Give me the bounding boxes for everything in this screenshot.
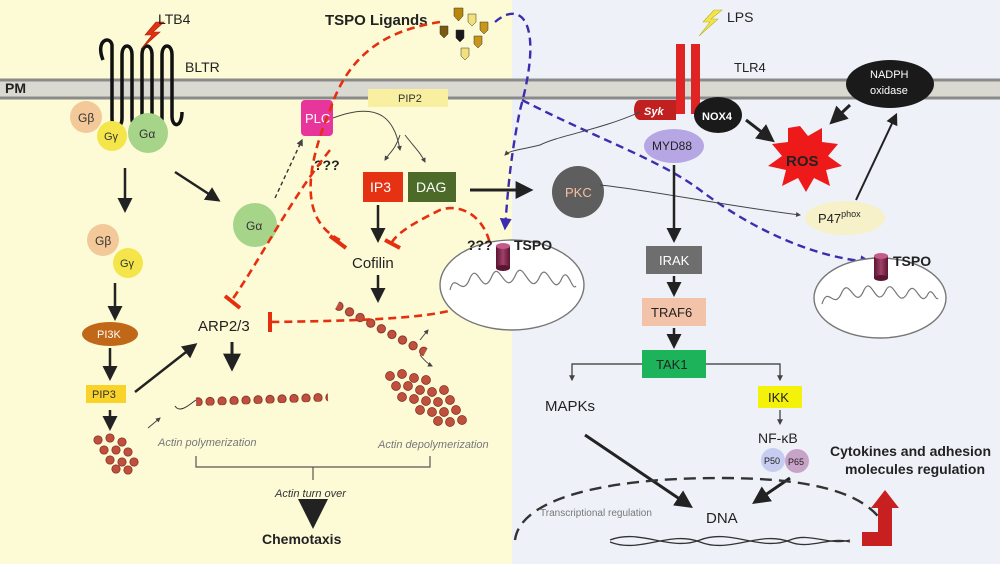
nadph-oxidase-node <box>846 60 934 108</box>
dag-node <box>408 172 456 202</box>
irak-node <box>646 246 702 274</box>
tak1-label: TAK1 <box>656 357 688 372</box>
actin-depolymerization-label: Actin depolymerization <box>377 439 489 451</box>
actin-filament-polymer <box>195 390 329 406</box>
bltr-label: BLTR <box>185 59 220 75</box>
g-alpha-node <box>128 113 168 153</box>
tak1-node <box>642 350 706 378</box>
actin-depoly-cluster <box>385 369 467 427</box>
nucleus-envelope <box>513 476 892 541</box>
inhibition-bars <box>223 234 401 332</box>
pi3k-label: PI3K <box>97 329 122 341</box>
upregulation-arrow-icon <box>862 490 899 546</box>
ikk-node <box>758 386 802 408</box>
mitochondrion-1 <box>439 239 585 331</box>
lps-label: LPS <box>727 9 753 25</box>
tspo-label-2: TSPO <box>893 253 931 269</box>
syk-node <box>634 100 676 120</box>
tspo-ligands-label: TSPO Ligands <box>325 12 428 29</box>
cofilin-label: Cofilin <box>352 255 394 272</box>
g-gamma-node <box>97 121 127 151</box>
g-beta-label: Gβ <box>78 111 94 125</box>
p47-label: P47phox <box>818 209 861 226</box>
actin-monomer-cluster <box>93 433 139 475</box>
plasma-membrane <box>0 80 1000 98</box>
transcriptional-regulation-label: Transcriptional regulation <box>540 508 652 519</box>
plc-node <box>301 100 333 136</box>
cytokines-label-2: molecules regulation <box>845 461 985 477</box>
dag-label: DAG <box>416 179 446 195</box>
g-beta-node-2 <box>87 224 119 256</box>
pip2-label: PIP2 <box>398 93 422 105</box>
actin-turnover-label: Actin turn over <box>274 488 347 500</box>
tspo-label-1: TSPO <box>514 237 552 253</box>
arp23-label: ARP2/3 <box>198 318 250 335</box>
nfkb-label: NF-κB <box>758 430 798 446</box>
p47phox-node <box>805 201 885 235</box>
g-beta-node <box>70 101 102 133</box>
p50-node <box>761 448 785 472</box>
dna-label: DNA <box>706 510 738 527</box>
nadph-label: NADPH <box>870 69 909 81</box>
nox4-node <box>694 97 742 133</box>
g-beta-label-2: Gβ <box>95 234 111 248</box>
pip3-label: PIP3 <box>92 389 116 401</box>
pkc-node <box>552 166 604 218</box>
myd88-node <box>644 129 704 163</box>
pkc-label: PKC <box>565 185 592 200</box>
pm-label: PM <box>5 80 26 96</box>
oxidase-label: oxidase <box>870 85 908 97</box>
tlr4-receptor-left <box>676 44 685 114</box>
g-alpha-free-node <box>233 203 277 247</box>
g-alpha-free-label: Gα <box>246 219 262 233</box>
g-gamma-label-2: Gγ <box>120 258 135 270</box>
ikk-label: IKK <box>768 390 789 405</box>
ligand-tspo-path-2 <box>521 98 873 268</box>
mapks-label: MAPKs <box>545 398 595 415</box>
myd88-label: MYD88 <box>652 139 692 153</box>
g-alpha-label: Gα <box>139 127 155 141</box>
traf6-label: TRAF6 <box>651 305 692 320</box>
cytokines-label-1: Cytokines and adhesion <box>830 443 991 459</box>
traf6-node <box>642 298 706 326</box>
ltb4-lightning-icon <box>140 21 165 50</box>
ltb4-label: LTB4 <box>158 11 191 27</box>
pi3k-node <box>82 322 138 346</box>
ros-label: ROS <box>786 153 819 170</box>
g-gamma-label: Gγ <box>104 131 119 143</box>
ip3-node <box>363 172 403 202</box>
lps-lightning-icon <box>698 9 723 37</box>
tlr4-label: TLR4 <box>734 60 766 75</box>
chemotaxis-label: Chemotaxis <box>262 531 342 547</box>
nox4-label: NOX4 <box>702 111 733 123</box>
p50-label: P50 <box>764 456 780 466</box>
tlr4-receptor-right <box>691 44 700 114</box>
p65-label: P65 <box>788 457 804 467</box>
actin-filament-depoly <box>334 300 429 357</box>
irak-label: IRAK <box>659 253 690 268</box>
tspo-channel-icon-2 <box>874 253 888 281</box>
dna-strand <box>609 535 851 545</box>
tspo-ligand-molecules <box>439 7 489 61</box>
question-mark-2: ??? <box>467 237 493 253</box>
tspo-channel-icon-1 <box>496 243 510 271</box>
syk-label: Syk <box>644 106 664 118</box>
pip3-node <box>86 385 126 403</box>
p65-node <box>785 449 809 473</box>
ros-burst <box>768 126 842 192</box>
actin-polymerization-label: Actin polymerization <box>157 437 256 449</box>
ip3-label: IP3 <box>370 179 391 195</box>
g-gamma-node-2 <box>113 248 143 278</box>
pip2-node <box>368 89 448 107</box>
